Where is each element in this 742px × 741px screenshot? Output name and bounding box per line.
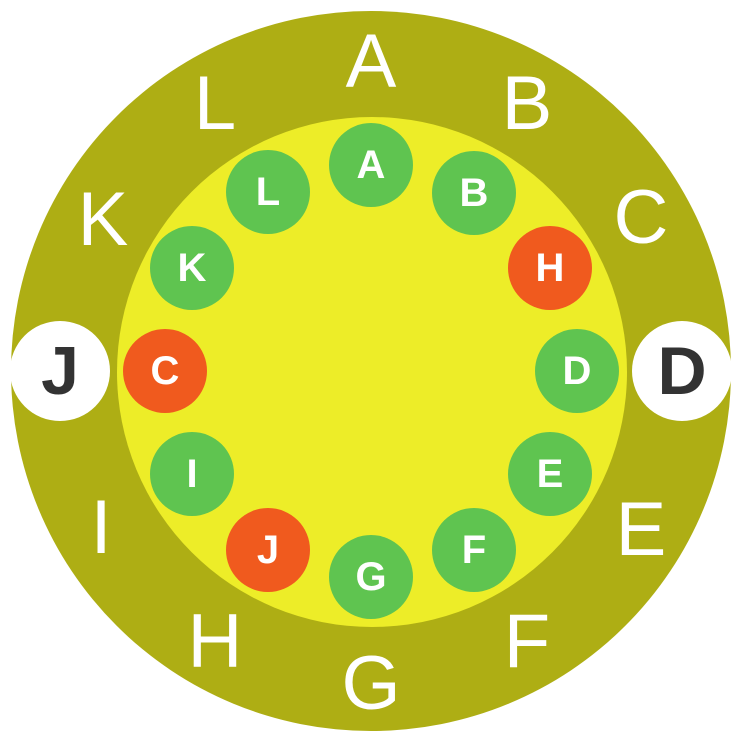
tile-j[interactable]: J: [226, 508, 310, 592]
outer-letter-g: G: [341, 641, 401, 726]
outer-letter-k: K: [77, 177, 129, 262]
outer-letter-a: A: [345, 19, 397, 104]
tile-k[interactable]: K: [150, 226, 234, 310]
outer-letter-f: F: [503, 599, 551, 684]
marker-right: D: [632, 321, 732, 421]
tile-f[interactable]: F: [432, 508, 516, 592]
outer-letter-l: L: [193, 61, 237, 146]
tile-e[interactable]: E: [508, 432, 592, 516]
marker-left: J: [10, 321, 110, 421]
tile-d[interactable]: D: [535, 329, 619, 413]
tile-l[interactable]: L: [226, 150, 310, 234]
outer-letter-c: C: [613, 175, 669, 260]
tile-i[interactable]: I: [150, 432, 234, 516]
outer-letter-h: H: [187, 599, 243, 684]
tile-c[interactable]: C: [123, 329, 207, 413]
outer-letter-e: E: [615, 487, 667, 572]
outer-letter-b: B: [501, 61, 553, 146]
tile-a[interactable]: A: [329, 123, 413, 207]
tile-g[interactable]: G: [329, 535, 413, 619]
tile-b[interactable]: B: [432, 151, 516, 235]
tile-h[interactable]: H: [508, 226, 592, 310]
outer-letter-i: I: [90, 485, 112, 570]
